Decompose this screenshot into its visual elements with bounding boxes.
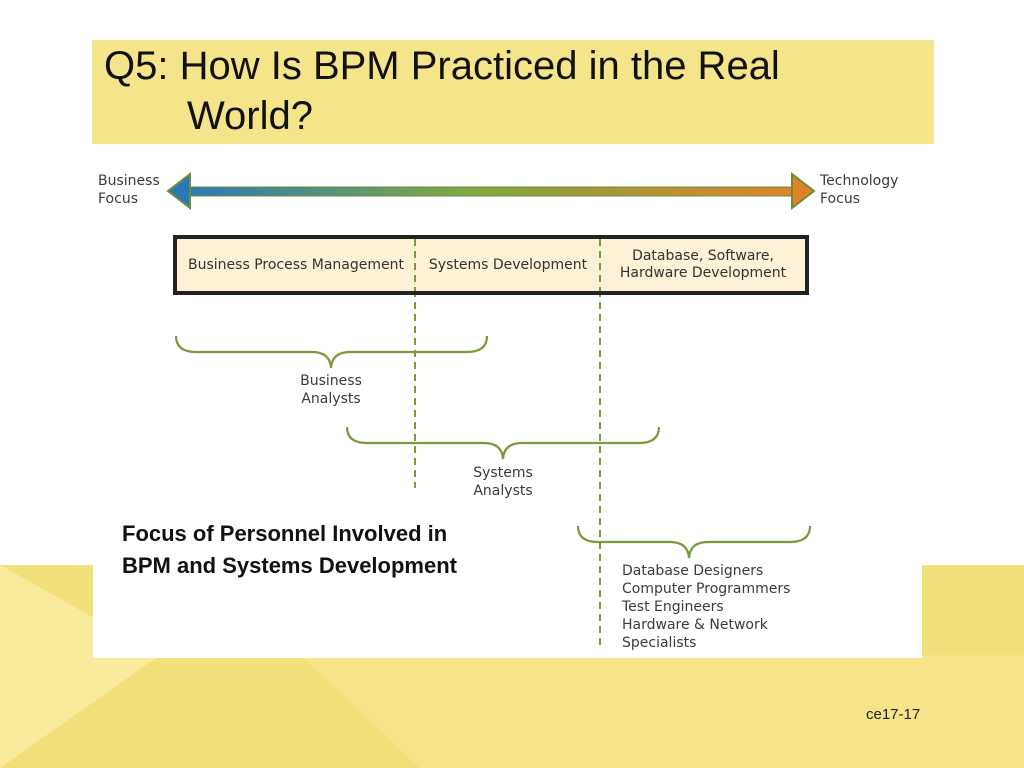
arrowhead-right [791, 171, 816, 211]
technology-focus-line2: Focus [820, 191, 860, 207]
column-systems-development: Systems Development [415, 239, 601, 291]
slide-title-line2: World? [187, 94, 313, 138]
diagram-panel [93, 150, 922, 658]
column-db-label-line1: Database, Software, [632, 248, 774, 264]
column-bpm-label: Business Process Management [188, 256, 404, 273]
brace-technical-staff [576, 525, 812, 559]
technology-focus-label: Technology Focus [820, 172, 898, 208]
column-db-label-line2: Hardware Development [619, 265, 787, 281]
slide-title-line1: Q5: How Is BPM Practiced in the Real [104, 44, 780, 88]
business-analysts-label: Business Analysts [286, 372, 376, 408]
list-item: Computer Programmers [622, 581, 791, 597]
systems-analysts-line1: Systems [473, 465, 533, 481]
list-item: Hardware & Network [622, 617, 768, 633]
brace-business-analysts [174, 335, 489, 369]
business-focus-line1: Business [98, 173, 160, 189]
systems-analysts-line2: Analysts [473, 483, 533, 499]
bottom-left-light-wedge [0, 565, 160, 768]
caption-line2: BPM and Systems Development [122, 553, 457, 578]
arrowhead-left [166, 171, 191, 211]
technology-focus-line1: Technology [820, 173, 899, 189]
column-bpm: Business Process Management [177, 239, 415, 291]
box-dividers [414, 239, 601, 291]
activity-spectrum-box: Business Process Management Systems Deve… [173, 235, 809, 295]
business-focus-label: Business Focus [98, 172, 160, 208]
business-analysts-line1: Business [300, 373, 362, 389]
brace-systems-analysts [345, 426, 661, 460]
column-systems-development-label: Systems Development [428, 256, 588, 273]
slide-number: ce17-17 [866, 706, 921, 723]
business-analysts-line2: Analysts [301, 391, 361, 407]
systems-analysts-label: Systems Analysts [458, 464, 548, 500]
figure-caption: Focus of Personnel Involved in BPM and S… [122, 518, 457, 582]
business-focus-line2: Focus [98, 191, 138, 207]
list-item: Test Engineers [622, 599, 724, 615]
bottom-diagonal-shade [300, 655, 1024, 768]
list-item: Database Designers [622, 563, 764, 579]
focus-double-arrow [166, 171, 816, 211]
technical-staff-list: Database Designers Computer Programmers … [622, 562, 790, 652]
title-band: Q5: How Is BPM Practiced in the Real Wor… [92, 40, 934, 144]
list-item: Specialists [622, 635, 697, 651]
caption-line1: Focus of Personnel Involved in [122, 521, 448, 546]
column-db-software-hardware: Database, Software, Hardware Development [601, 239, 805, 291]
